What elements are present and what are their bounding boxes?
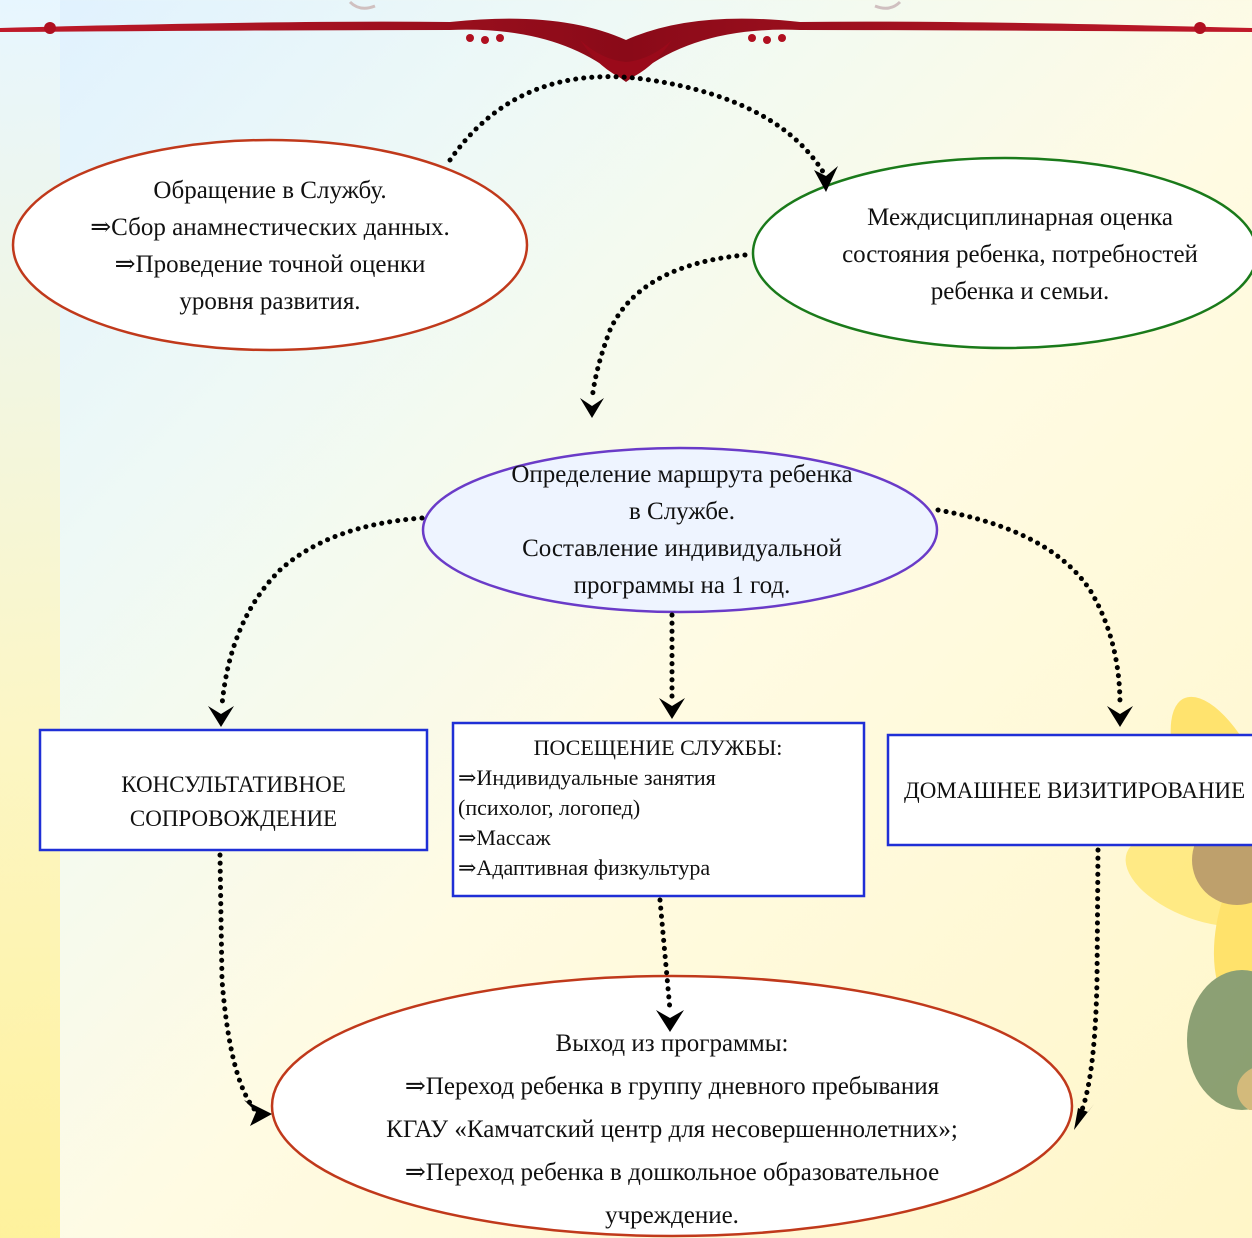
visit-item-1: ⇒Индивидуальные занятия (458, 765, 716, 790)
home-box (886, 733, 1252, 847)
route-ellipse (421, 446, 939, 614)
assessment-line-3: ребенка и семьи. (930, 278, 1110, 305)
assessment-line-1: Междисциплинарная оценка (867, 204, 1173, 231)
assessment-text: Междисциплинарная оценка состояния ребен… (790, 199, 1250, 310)
visit-item-1b: (психолог, логопед) (458, 795, 641, 820)
arrowhead-exit-right (1074, 1104, 1094, 1130)
appeal-line-4: уровня развития. (179, 288, 361, 315)
appeal-line-1: Обращение в Службу. (153, 177, 387, 204)
appeal-line-3: ⇒Проведение точной оценки (114, 251, 426, 278)
arrowhead-home (1107, 706, 1133, 727)
home-text: ДОМАШНЕЕ ВИЗИТИРОВАНИЕ (888, 772, 1252, 809)
arrowhead-consult (208, 706, 234, 727)
exit-item-2b: учреждение. (605, 1202, 739, 1229)
route-text: Определение маршрута ребенка в Службе. С… (452, 456, 912, 604)
arrowhead-route (580, 398, 604, 418)
arrow-assessment-to-route (589, 252, 748, 403)
arrowhead-visit (659, 698, 685, 719)
appeal-ellipse (11, 138, 529, 352)
arrow-visit-to-exit (657, 897, 673, 1013)
exit-item-1b: КГАУ «Камчатский центр для несовершеннол… (386, 1116, 958, 1143)
appeal-text: Обращение в Службу. ⇒Сбор анамнестически… (40, 172, 500, 320)
visit-title: ПОСЕЩЕНИЕ СЛУЖБЫ: (533, 735, 783, 760)
route-line-2: в Службе. (628, 498, 736, 525)
exit-item-2: ⇒Переход ребенка в дошкольное образовате… (404, 1159, 940, 1186)
arrowheads (208, 166, 1133, 1130)
visit-text: ПОСЕЩЕНИЕ СЛУЖБЫ: ⇒Индивидуальные заняти… (458, 733, 858, 883)
arrow-consult-to-exit (217, 852, 258, 1113)
arrow-home-to-exit (1077, 847, 1101, 1118)
consult-line-2: СОПРОВОЖДЕНИЕ (129, 806, 338, 831)
arrow-route-to-consult (219, 515, 425, 708)
assessment-line-2: состояния ребенка, потребностей (842, 241, 1198, 268)
visit-box (451, 721, 866, 898)
arrow-appeal-to-assessment (447, 74, 828, 178)
arrow-route-to-home (935, 507, 1123, 708)
consult-line-1: КОНСУЛЬТАТИВНОЕ (121, 772, 346, 797)
arrowhead-assessment (814, 166, 838, 192)
appeal-line-2: ⇒Сбор анамнестических данных. (90, 214, 450, 241)
arrowhead-exit-center (656, 1010, 684, 1032)
consult-text: КОНСУЛЬТАТИВНОЕ СОПРОВОЖДЕНИЕ (40, 768, 427, 836)
route-line-3: Составление индивидуальной (522, 535, 842, 562)
visit-item-3: ⇒Адаптивная физкультура (458, 855, 711, 880)
route-line-4: программы на 1 год. (573, 572, 791, 599)
arrowhead-exit-left (244, 1100, 272, 1126)
home-line-1: ДОМАШНЕЕ ВИЗИТИРОВАНИЕ (904, 778, 1246, 803)
exit-title: Выход из программы: (555, 1030, 789, 1057)
exit-text: Выход из программы: ⇒Переход ребенка в г… (300, 1022, 1044, 1237)
top-ornament (0, 0, 1252, 83)
route-line-1: Определение маршрута ребенка (511, 461, 853, 488)
consult-box (38, 728, 429, 852)
exit-ellipse (270, 974, 1074, 1238)
visit-item-2: ⇒Массаж (458, 825, 551, 850)
exit-item-1: ⇒Переход ребенка в группу дневного пребы… (404, 1073, 940, 1100)
assessment-ellipse (751, 156, 1252, 350)
